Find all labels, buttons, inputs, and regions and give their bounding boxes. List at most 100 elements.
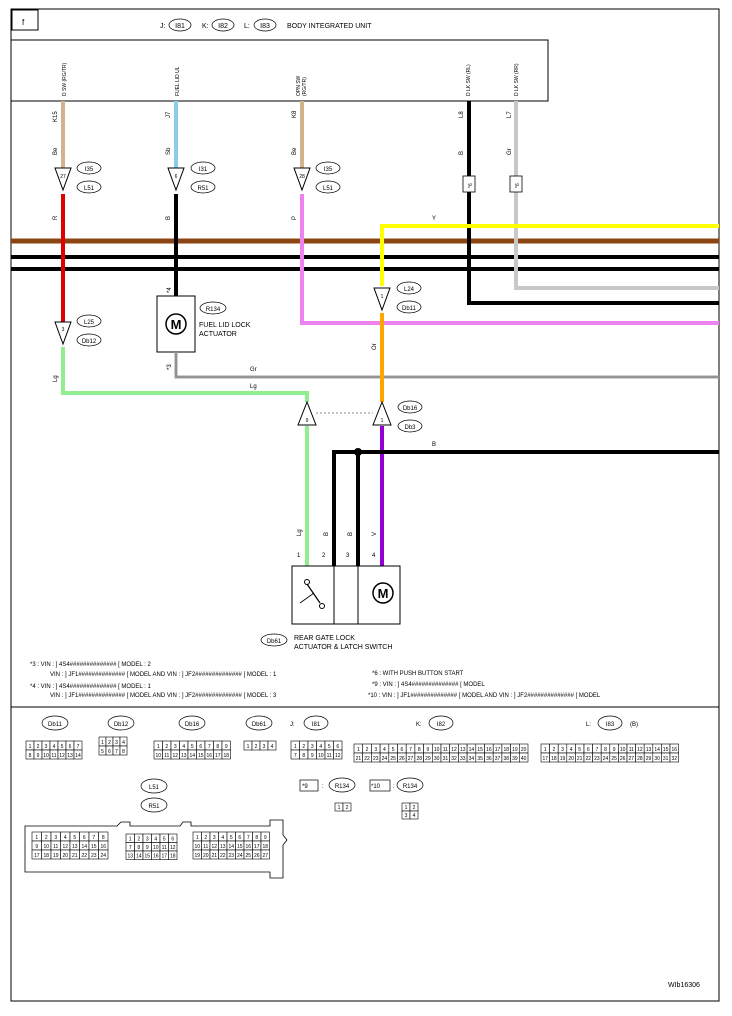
pin-number: 1 (405, 805, 408, 811)
rear-gate-pin-3: 3 (346, 553, 350, 559)
pin-number: 16 (153, 854, 159, 860)
pin-number: 16 (206, 753, 212, 759)
pin-number: 8 (418, 747, 421, 753)
pin-number: 15 (198, 753, 204, 759)
view-r51-oval (140, 797, 168, 813)
view-r134-oval-a (328, 777, 356, 793)
view-star9-label: *9 (302, 784, 308, 790)
pin-number: 9 (264, 835, 267, 841)
rear-gate-code: Db61 (267, 639, 282, 645)
pin-number: 16 (672, 747, 678, 753)
pin-number: 20 (203, 853, 209, 859)
pin-number: 32 (451, 756, 457, 762)
pin-number: 6 (108, 749, 111, 755)
pin-number: 1 (157, 744, 160, 750)
fuel-lid-pin-bottom: *3 (167, 364, 173, 370)
wire-color-gr: Gr (250, 367, 257, 373)
pin-number: 2 (165, 744, 168, 750)
pin-label-j7: FUEL LID UL (175, 66, 181, 96)
pin-number: 14 (75, 753, 81, 759)
view-db11-label: Db11 (48, 722, 63, 728)
pin-number: 7 (208, 744, 211, 750)
pin-number: 4 (221, 835, 224, 841)
pin-number: 12 (62, 844, 68, 850)
unit-name: BODY INTEGRATED UNIT (287, 23, 372, 30)
connector-pin: 3 (62, 327, 65, 333)
pin-number: 2 (302, 744, 305, 750)
pin-number: 21 (211, 853, 217, 859)
pin-number: 11 (203, 844, 208, 850)
body-integrated-unit-box (10, 39, 549, 102)
pin-number: 3 (374, 747, 377, 753)
pin-number: 5 (73, 835, 76, 841)
splice-label-1: *6 (468, 183, 474, 188)
pin-number: 4 (182, 744, 185, 750)
wire-gr-outline (175, 352, 719, 378)
wire-color-lg: Lg (250, 384, 257, 390)
pin-number: 13 (460, 747, 466, 753)
rear-gate-motor-label: M (378, 586, 389, 601)
pin-number: 3 (561, 747, 564, 753)
connector-code-bottom: Db3 (404, 425, 416, 431)
connector-code-bottom: L51 (84, 186, 95, 192)
view-star9-box (299, 779, 319, 792)
pin-number: 13 (127, 854, 133, 860)
pin-number: 12 (451, 747, 457, 753)
pin-number: 26 (620, 756, 626, 762)
view-db11-oval (41, 715, 69, 731)
pin-number: 3 (174, 744, 177, 750)
pin-number: 6 (400, 747, 403, 753)
wire-color-j7: Sb (166, 147, 172, 155)
page-letter-box (11, 9, 39, 31)
pin-number: 23 (594, 756, 600, 762)
pin-k8: K8 (292, 110, 298, 118)
rear-gate-code-oval (260, 633, 288, 647)
pin-number: 3 (311, 744, 314, 750)
pin-number: 22 (586, 756, 592, 762)
connector-pin: 9 (306, 418, 309, 424)
unit-k-label: K: (202, 23, 209, 30)
connector-db16-db3: 9 1 Db16 Db3 (297, 400, 423, 433)
pin-cell (119, 745, 128, 756)
wire-color-p: P (292, 216, 298, 220)
wire-color-lg-lower: Lg (297, 529, 303, 536)
pin-number: 26 (399, 756, 405, 762)
wire-color-l7: Gr (507, 148, 513, 155)
pin-number: 2 (204, 835, 207, 841)
pin-number: 3 (263, 744, 266, 750)
pin-number: 18 (551, 756, 557, 762)
pin-number: 13 (220, 844, 226, 850)
pin-number: 22 (81, 853, 87, 859)
pin-number: 3 (213, 835, 216, 841)
pin-number: 17 (215, 753, 221, 759)
pin-number: 17 (543, 756, 549, 762)
pin-number: 1 (129, 837, 132, 843)
pin-number: 12 (59, 753, 65, 759)
fuel-lid-code: R134 (206, 307, 221, 313)
note-4b: VIN : ] JF1############## [ MODEL AND VI… (50, 693, 277, 699)
fuel-lid-line1: FUEL LID LOCK (199, 322, 251, 329)
pin-number: 6 (238, 835, 241, 841)
pin-number: 4 (413, 813, 416, 819)
pin-number: 10 (155, 753, 161, 759)
pin-number: 16 (486, 747, 492, 753)
pin-number: 27 (262, 853, 268, 859)
connector-code-top: I35 (85, 167, 94, 173)
pin-number: 11 (51, 753, 56, 759)
pin-number: 24 (237, 853, 243, 859)
splice-label-2: *6 (515, 183, 521, 188)
pin-number: 1 (338, 805, 341, 811)
pin-number: 17 (34, 853, 40, 859)
pin-number: 4 (64, 835, 67, 841)
pin-number: 5 (578, 747, 581, 753)
pin-number: 12 (637, 747, 643, 753)
pin-cell (409, 810, 419, 820)
unit-j-code: I81 (175, 23, 185, 30)
pin-number: 5 (101, 749, 104, 755)
view-i81-oval (303, 715, 329, 731)
pin-number: 19 (53, 853, 59, 859)
